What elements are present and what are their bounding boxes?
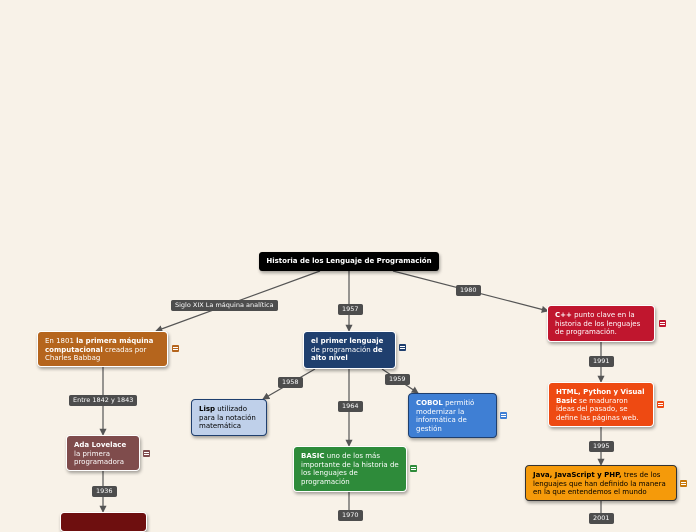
root-title: Historia de los Lenguaje de Programación (266, 257, 432, 265)
label-1970: 1970 (338, 510, 363, 521)
alto-bold-2: de alto nivel (311, 345, 383, 363)
label-1964: 1964 (338, 401, 363, 412)
label-2001: 2001 (589, 513, 614, 524)
cpp-text: punto clave en la historia de los lengua… (555, 311, 641, 337)
label-siglo-xix: Siglo XIX La máquina analítica (171, 300, 278, 311)
notes-icon[interactable] (500, 412, 507, 419)
lisp-text: utilizado para la notación matemática (199, 405, 256, 431)
notes-icon[interactable] (659, 320, 666, 327)
topic-ada-lovelace[interactable]: Ada Lovelace la primera programadora (66, 435, 140, 471)
topic-html-python-vb[interactable]: HTML, Python y Visual Basic se maduraron… (548, 382, 654, 427)
lovelace-title: Ada Lovelace (74, 441, 127, 449)
notes-icon[interactable] (680, 480, 687, 487)
cobol-title: COBOL (416, 399, 443, 407)
label-1957: 1957 (338, 304, 363, 315)
notes-icon[interactable] (143, 450, 150, 457)
label-1958: 1958 (278, 377, 303, 388)
topic-partial-bottom[interactable] (60, 512, 147, 532)
notes-icon[interactable] (657, 401, 664, 408)
label-1980: 1980 (456, 285, 481, 296)
java-title: Java, JavaScript y PHP, (533, 471, 622, 479)
cpp-title: C++ (555, 311, 572, 319)
basic-text: uno de los más importante de la historia… (301, 452, 399, 486)
topic-java-js-php[interactable]: Java, JavaScript y PHP, tres de los leng… (525, 465, 677, 501)
label-1842-1843: Entre 1842 y 1843 (69, 395, 138, 406)
html-title: HTML, Python y Visual Basic (556, 388, 645, 405)
topic-primera-maquina[interactable]: En 1801 la primera máquina computacional… (37, 331, 168, 367)
basic-title: BASIC (301, 452, 325, 460)
label-1959: 1959 (385, 374, 410, 385)
alto-bold-1: el primer lenguaje (311, 337, 384, 345)
notes-icon[interactable] (399, 344, 406, 351)
maquina-text-2: creadas por Charles Babbag (45, 345, 147, 363)
alto-text: de programación (311, 345, 373, 354)
java-text: tres de los lenguajes que han definido l… (533, 471, 666, 497)
topic-basic[interactable]: BASIC uno de los más importante de la hi… (293, 446, 407, 492)
label-1995: 1995 (589, 441, 614, 452)
root-topic[interactable]: Historia de los Lenguaje de Programación (259, 252, 439, 271)
topic-cobol[interactable]: COBOL permitió modernizar la informática… (408, 393, 497, 438)
lovelace-text: la primera programadora (74, 449, 125, 467)
label-1936: 1936 (92, 486, 117, 497)
notes-icon[interactable] (172, 345, 179, 352)
maquina-text-1: En 1801 (45, 337, 77, 345)
topic-cpp[interactable]: C++ punto clave en la historia de los le… (547, 305, 655, 342)
topic-lisp[interactable]: Lisp utilizado para la notación matemáti… (191, 399, 267, 436)
cobol-text: permitió modernizar la informática de ge… (416, 399, 475, 433)
topic-alto-nivel[interactable]: el primer lenguaje de programación de al… (303, 331, 396, 369)
maquina-text-bold: la primera máquina computacional (45, 337, 154, 354)
notes-icon[interactable] (410, 465, 417, 472)
lisp-title: Lisp (199, 405, 216, 413)
label-1991: 1991 (589, 356, 614, 367)
html-text: se maduraron ideas del pasado, se define… (556, 396, 639, 422)
